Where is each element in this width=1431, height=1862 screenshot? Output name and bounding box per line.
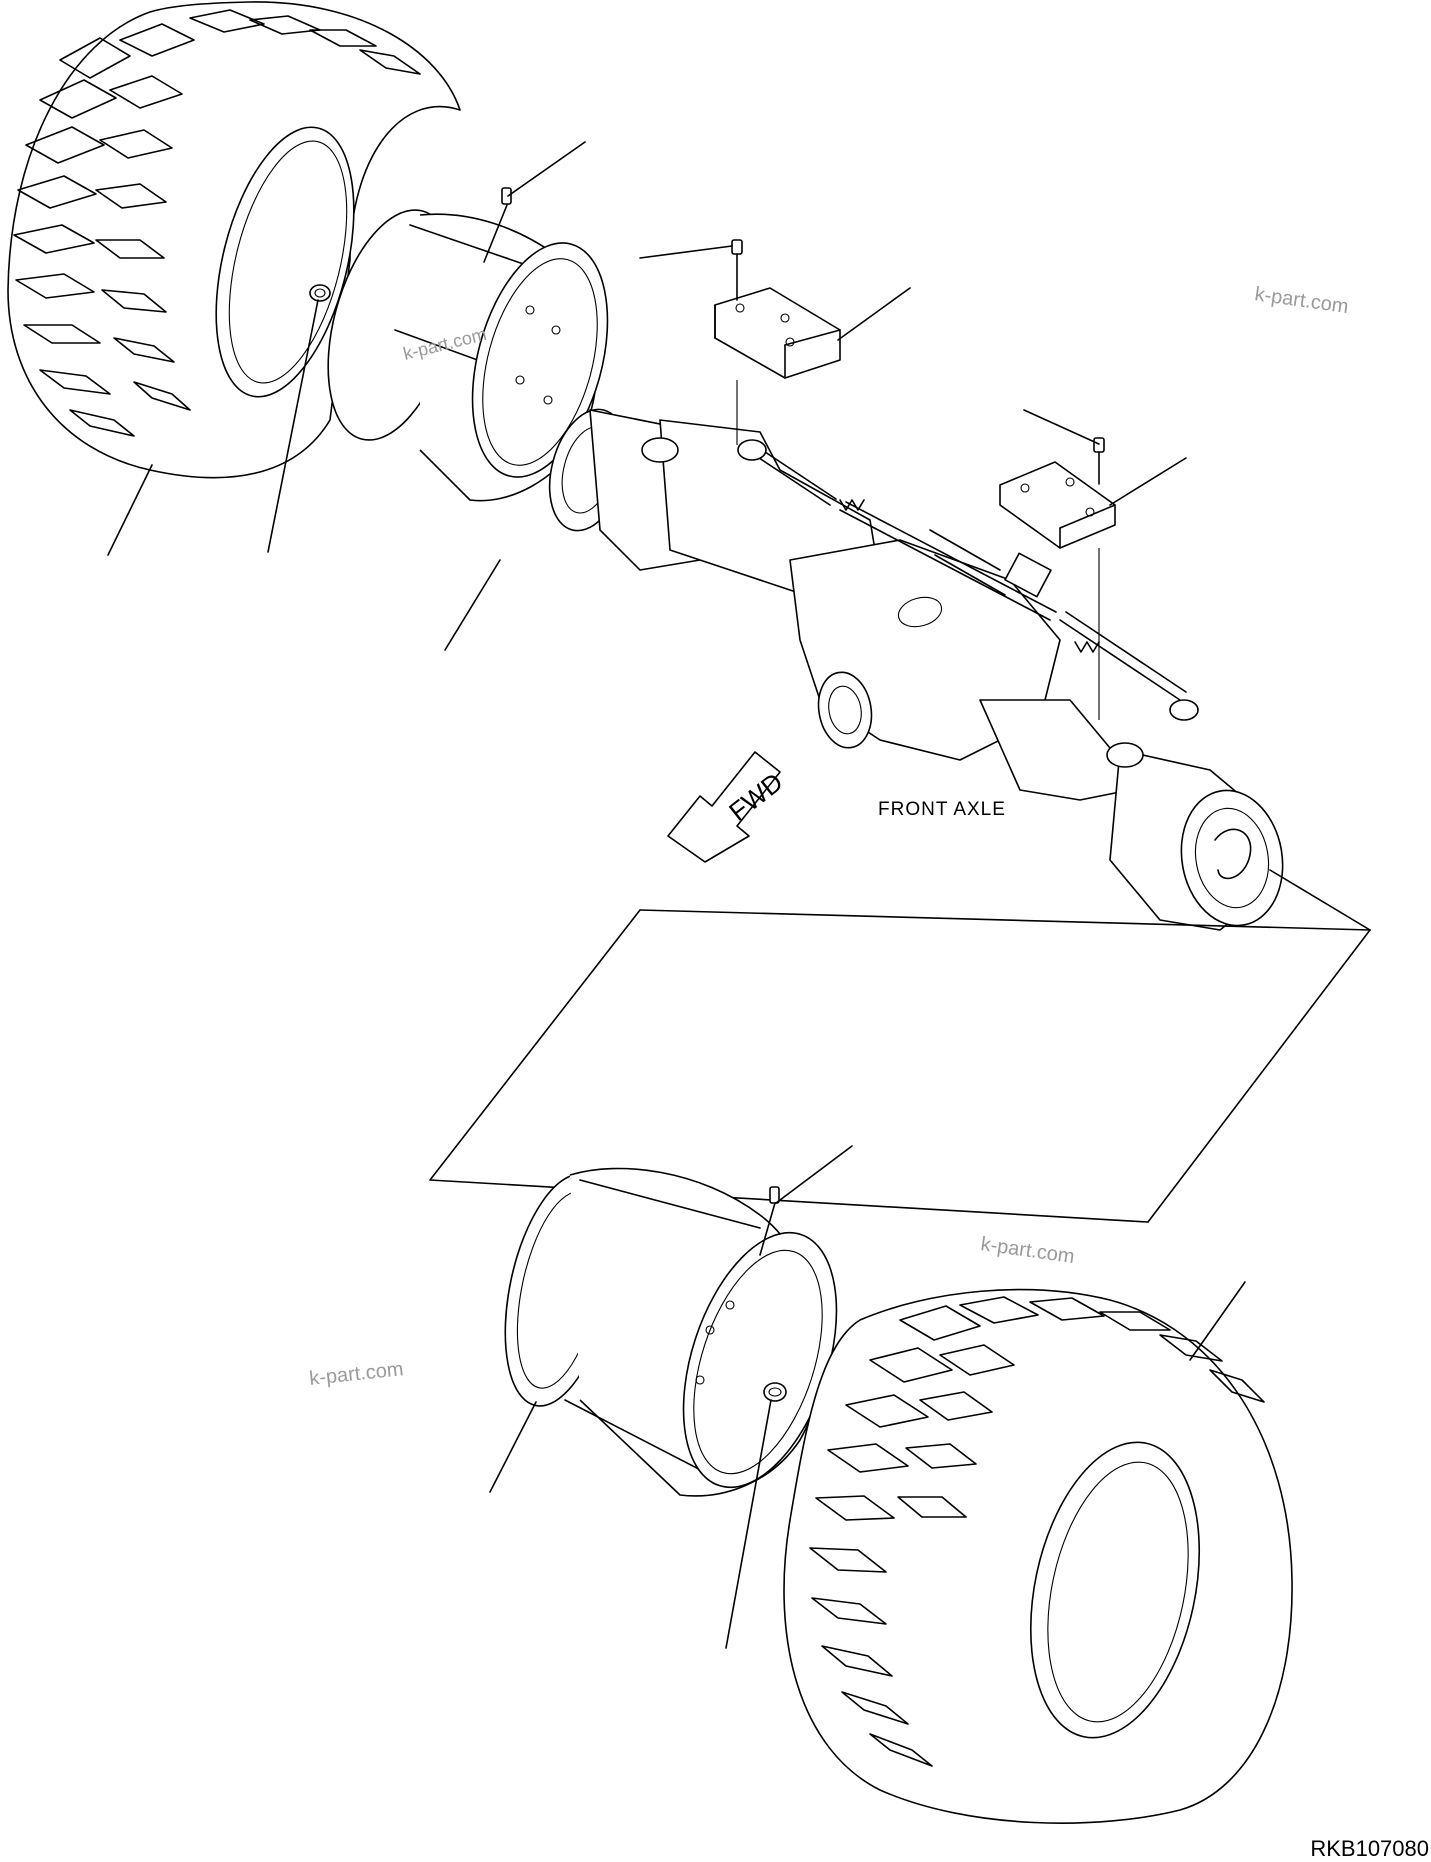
mounting-bolt-left: [731, 239, 743, 445]
mounting-bolt-right: [1093, 437, 1105, 720]
lower-tire-tread: [809, 1296, 1265, 1767]
drawing-code: RKB107080: [1310, 1836, 1429, 1861]
fwd-arrow: FWD: [667, 751, 788, 863]
watermark-4: k-part.com: [308, 1358, 404, 1390]
upper-rim-valve: [483, 187, 512, 263]
leader-lines: [107, 141, 1246, 1649]
lower-tire: [783, 1288, 1293, 1824]
front-axle-label: FRONT AXLE: [878, 799, 1006, 820]
mounting-plate-left: [714, 287, 841, 379]
upper-rim: [327, 209, 609, 502]
lower-rim-valve: [759, 1186, 780, 1256]
lower-rim: [504, 1167, 838, 1497]
mounting-plate-right: [999, 461, 1116, 549]
lower-assembly-outline: [429, 869, 1371, 1223]
watermark-1: k-part.com: [1253, 283, 1350, 318]
upper-tire-tread: [13, 9, 421, 437]
watermark-3: k-part.com: [979, 1233, 1076, 1268]
front-axle: [548, 408, 1284, 931]
upper-tire: [7, 1, 461, 479]
upper-valve-nut: [309, 284, 331, 302]
lower-valve-nut: [763, 1382, 787, 1402]
